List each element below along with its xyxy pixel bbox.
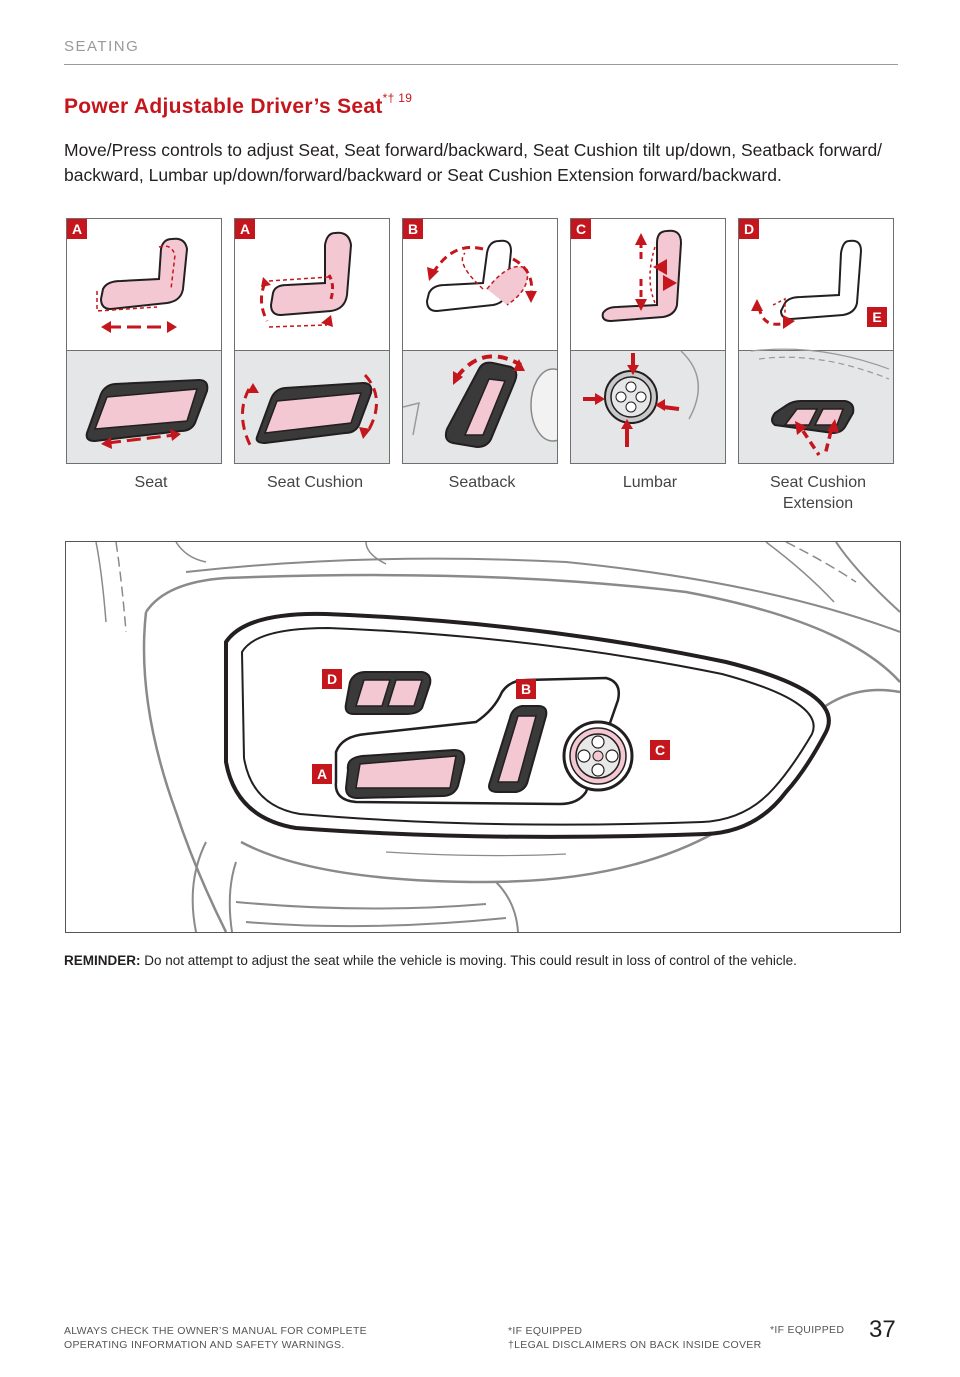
seatback-illustration xyxy=(403,239,557,449)
footer-left-line1: ALWAYS CHECK THE OWNER’S MANUAL FOR COMP… xyxy=(64,1325,367,1337)
title-marks: *† 19 xyxy=(382,91,413,105)
callout-a: A xyxy=(312,764,332,784)
seat-illustration xyxy=(85,237,209,449)
reminder-label: REMINDER: xyxy=(64,953,141,968)
cushion-extension-illustration xyxy=(750,239,890,456)
page-title: Power Adjustable Driver’s Seat*† 19 xyxy=(64,91,413,119)
caption-cushion-extension-line2: Extension xyxy=(782,495,854,512)
panel-cushion-extension-badge-e: E xyxy=(867,307,887,327)
title-text: Power Adjustable Driver’s Seat xyxy=(64,95,383,118)
reminder-text: Do not attempt to adjust the seat while … xyxy=(144,953,797,968)
caption-lumbar: Lumbar xyxy=(622,474,678,491)
seat-side-panel-drawing xyxy=(95,542,900,932)
panel-seatback: B xyxy=(402,218,558,464)
caption-seat-cushion: Seat Cushion xyxy=(266,474,364,491)
panel-seat-badge: A xyxy=(67,219,87,239)
callout-d: D xyxy=(322,669,342,689)
footer-mid-line1: *IF EQUIPPED xyxy=(508,1325,583,1337)
panel-lumbar: C xyxy=(570,218,726,464)
panel-seat: A xyxy=(66,218,222,464)
footer-left: ALWAYS CHECK THE OWNER’S MANUAL FOR COMP… xyxy=(64,1324,367,1352)
description: Move/Press controls to adjust Seat, Seat… xyxy=(64,140,883,185)
panel-lumbar-badge: C xyxy=(571,219,591,239)
reminder: REMINDER: Do not attempt to adjust the s… xyxy=(64,953,900,968)
panel-seat-cushion-badge: A xyxy=(235,219,255,239)
caption-cushion-extension-line1: Seat Cushion xyxy=(769,474,867,491)
caption-seatback: Seatback xyxy=(448,474,516,491)
callout-b: B xyxy=(516,679,536,699)
header-rule xyxy=(64,64,898,65)
seat-cushion-illustration xyxy=(241,231,378,448)
callout-c: C xyxy=(650,740,670,760)
section-label: SEATING xyxy=(64,38,140,55)
footer-left-line2: OPERATING INFORMATION AND SAFETY WARNING… xyxy=(64,1339,345,1351)
panel-cushion-extension: D E xyxy=(738,218,894,464)
caption-seat: Seat xyxy=(134,474,168,491)
footer-mid-line2: †LEGAL DISCLAIMERS ON BACK INSIDE COVER xyxy=(508,1339,762,1351)
footer-right: *IF EQUIPPED xyxy=(770,1324,845,1336)
panel-cushion-extension-badge: D xyxy=(739,219,759,239)
panel-seatback-badge: B xyxy=(403,219,423,239)
panel-seat-cushion: A xyxy=(234,218,390,464)
page-number: 37 xyxy=(869,1316,896,1343)
seat-controls-illustration: D B C A xyxy=(65,541,901,933)
lumbar-illustration xyxy=(583,229,700,447)
footer-middle: *IF EQUIPPED †LEGAL DISCLAIMERS ON BACK I… xyxy=(508,1324,761,1352)
